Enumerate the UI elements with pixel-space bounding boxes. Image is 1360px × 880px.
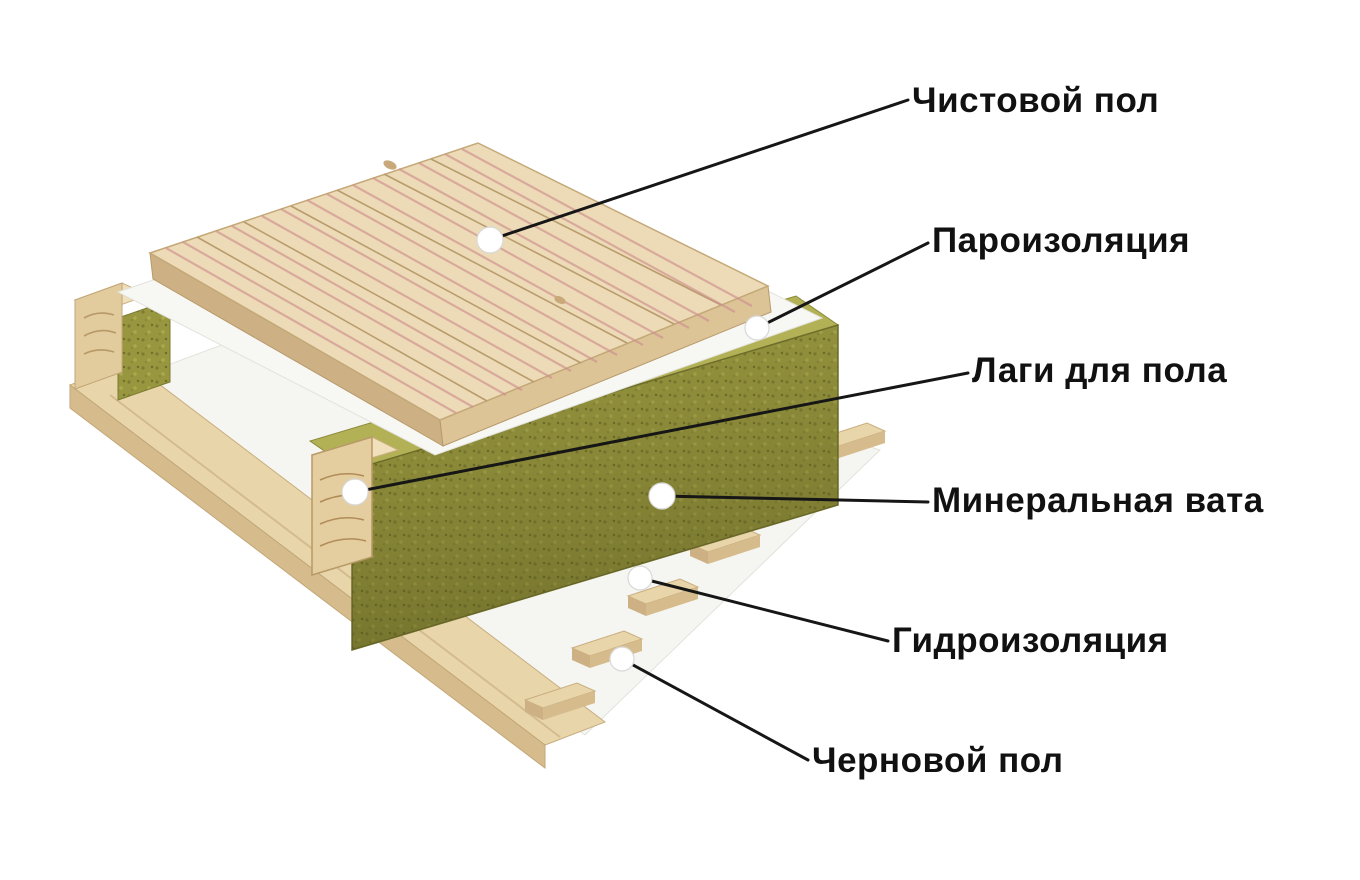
rim-joist-post (73, 282, 150, 390)
label-subfloor: Черновой пол (812, 741, 1064, 780)
callout-line-vapor-barrier (755, 241, 930, 330)
floor-joist (310, 435, 400, 577)
label-floor-joists: Лаги для пола (972, 351, 1228, 390)
marker-waterproofing (627, 565, 653, 591)
label-finished-floor: Чистовой пол (912, 81, 1160, 120)
marker-floor-joists (341, 478, 369, 506)
callout-line-mineral-wool (660, 494, 930, 504)
finished-floor-layer (148, 142, 772, 447)
callout-line-subfloor (620, 657, 810, 762)
callout-lines (353, 98, 970, 762)
marker-mineral-wool (648, 482, 676, 510)
callout-line-waterproofing (638, 576, 890, 643)
marker-subfloor (609, 646, 635, 672)
label-mineral-wool: Минеральная вата (932, 481, 1264, 520)
marker-vapor-barrier (744, 315, 770, 341)
marker-finished-floor (476, 226, 504, 254)
label-vapor-barrier: Пароизоляция (932, 221, 1191, 260)
label-waterproofing: Гидроизоляция (892, 621, 1169, 660)
callout-line-floor-joists (353, 371, 970, 494)
callout-line-finished-floor (488, 98, 910, 242)
callout-markers (341, 226, 770, 672)
